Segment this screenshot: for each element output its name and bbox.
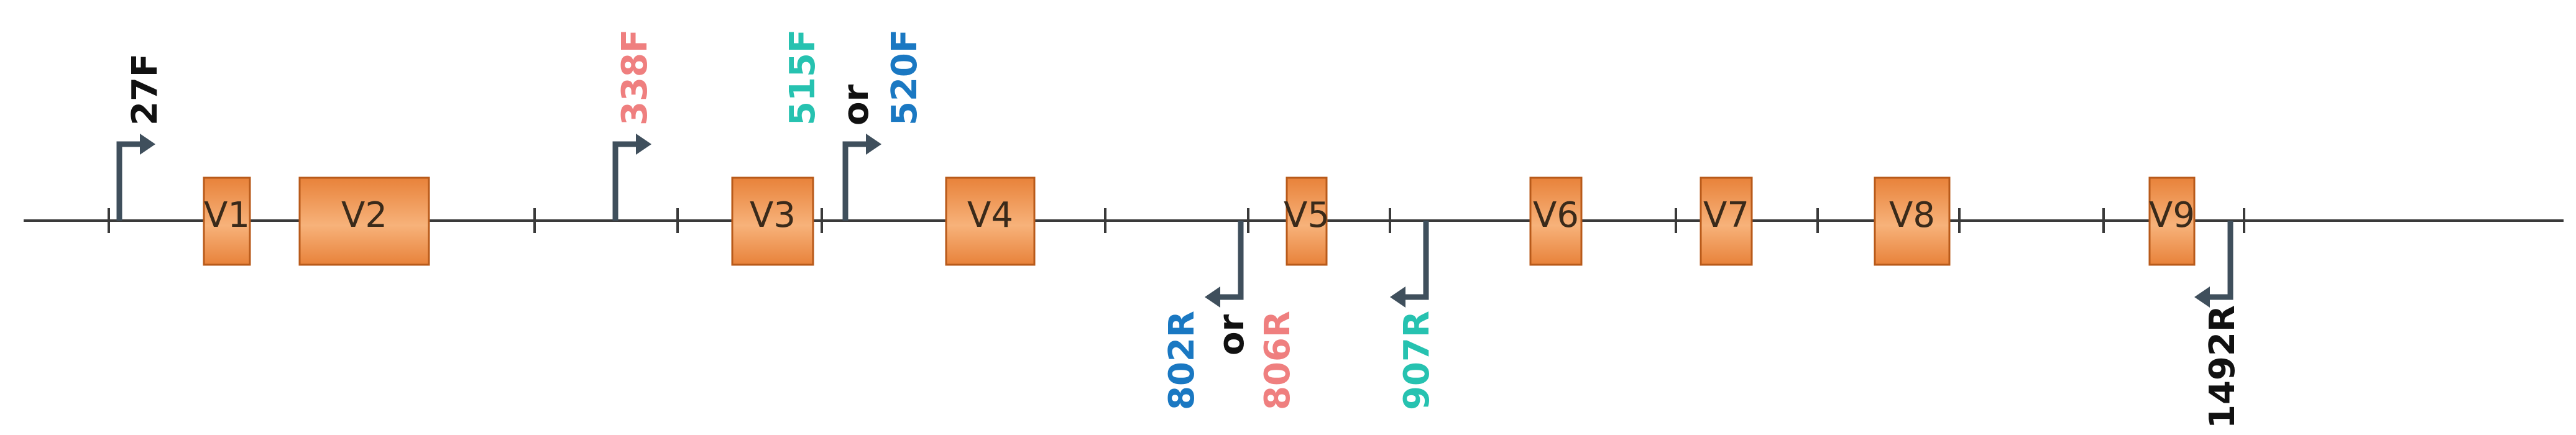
primer-label-520f: 520F (885, 29, 925, 126)
primer-label-or-forward: or (836, 85, 876, 126)
primer-arrow-1492r (2194, 221, 2233, 308)
region-label: V8 (1889, 195, 1935, 236)
region-v4: V4 (945, 176, 1036, 266)
primer-arrow-338f (612, 134, 651, 221)
region-v5: V5 (1284, 176, 1330, 266)
region-label: V6 (1533, 195, 1579, 236)
region-v7: V7 (1700, 176, 1753, 266)
region-v9: V9 (2148, 176, 2196, 266)
primer-label-27f: 27F (125, 53, 165, 126)
primer-arrow-802r-806r (1205, 221, 1244, 308)
primer-arrow-907r (1390, 221, 1429, 308)
primer-arrow-27f (116, 134, 155, 221)
primer-label-907r: 907R (1397, 311, 1437, 410)
region-v2: V2 (298, 176, 430, 266)
region-v8: V8 (1874, 176, 1951, 266)
region-v3: V3 (731, 176, 814, 266)
region-label: V5 (1284, 195, 1330, 236)
primer-label-802r: 802R (1162, 311, 1202, 410)
primer-label-338f: 338F (615, 29, 655, 126)
region-label: V4 (967, 195, 1013, 236)
primer-label-or-reverse: or (1212, 314, 1252, 355)
region-label: V1 (204, 195, 250, 236)
primer-label-806r: 806R (1258, 311, 1298, 410)
region-v6: V6 (1529, 176, 1583, 266)
region-label: V9 (2149, 195, 2195, 236)
region-label: V7 (1703, 195, 1749, 236)
region-v1: V1 (203, 176, 251, 266)
region-label: V2 (341, 195, 387, 236)
primer-label-1492r: 1492R (2202, 305, 2243, 429)
primer-label-515f: 515F (783, 29, 823, 126)
region-label: V3 (750, 195, 796, 236)
primer-arrow-515f-520f (842, 134, 881, 221)
